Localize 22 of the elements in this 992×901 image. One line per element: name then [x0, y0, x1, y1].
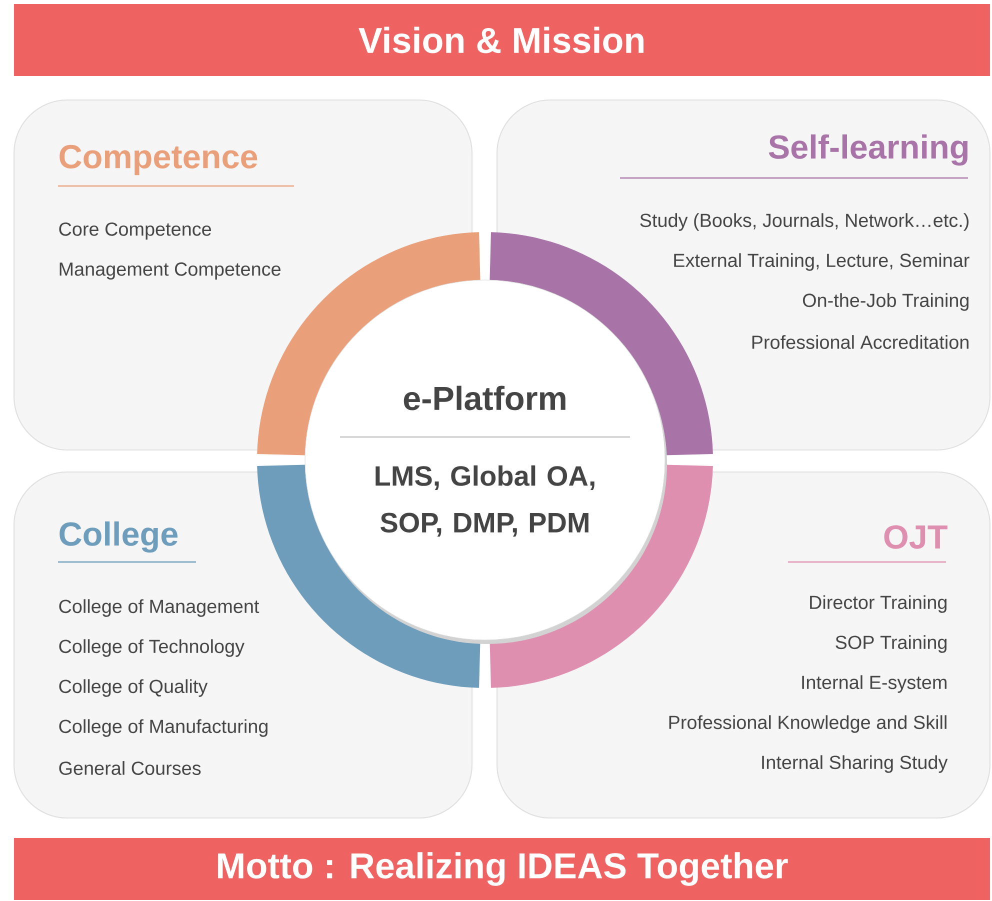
list-item: Internal Sharing Study [762, 755, 948, 773]
banner: Motto : Realizing IDEAS Together [14, 838, 990, 900]
list-item: College of Manufacturing [59, 719, 268, 737]
list-item: Core Competence [59, 222, 212, 240]
card-heading: College [60, 521, 178, 553]
list-item: Professional Knowledge and Skill [669, 715, 946, 733]
list-item: College of Technology [59, 639, 244, 657]
list-item: Professional Accreditation [752, 335, 968, 349]
list-item: External Training, Lecture, Seminar [674, 253, 970, 271]
list-item: General Courses [59, 761, 201, 775]
card-heading: OJT [884, 525, 948, 549]
list-item: Internal E-system [802, 675, 946, 693]
card-heading: Self-learning [768, 134, 968, 166]
list-item: College of Quality [59, 679, 208, 697]
list-item: On-the-Job Training [802, 293, 968, 311]
list-item: SOP Training [836, 635, 947, 653]
list-item: Management Competence [60, 262, 280, 280]
list-item: Director Training [810, 595, 946, 613]
card-heading: Competence [60, 144, 258, 176]
list-item: Study (Books, Journals, Network…etc.) [640, 213, 969, 231]
banner: Vision & Mission [14, 4, 990, 76]
list-item: College of Management [59, 599, 260, 617]
